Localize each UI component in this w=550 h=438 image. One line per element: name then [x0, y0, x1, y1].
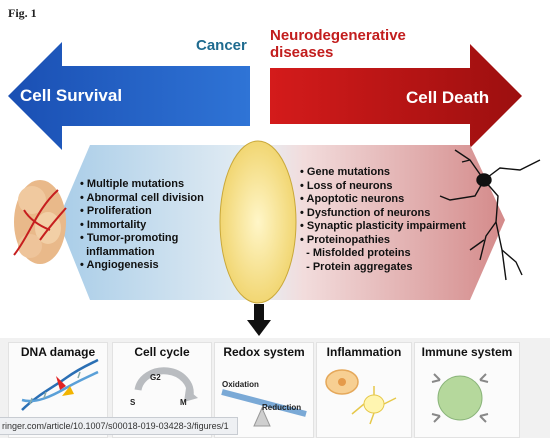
- status-url-bar[interactable]: ringer.com/article/10.1007/s00018-019-03…: [0, 417, 238, 435]
- cell-cycle-m-label: M: [180, 398, 187, 407]
- list-item: • Apoptotic neurons: [300, 193, 405, 205]
- list-item: • Dysfunction of neurons: [300, 206, 431, 219]
- list-item: • Loss of neurons: [300, 179, 393, 192]
- list-item: • Proliferation: [80, 205, 152, 217]
- pathway-title: Cell cycle: [134, 345, 190, 359]
- tumor-illustration: [13, 180, 67, 264]
- central-ellipse: [219, 140, 297, 304]
- cancer-label: Cancer: [196, 37, 247, 54]
- redox-oxidation-label: Oxidation: [222, 380, 259, 389]
- list-item: • Multiple mutations: [80, 178, 185, 190]
- cell-survival-arrow: [8, 42, 250, 150]
- list-item: inflammation: [80, 245, 155, 258]
- cancer-features-list: • Multiple mutations • Abnormal cell div…: [80, 178, 204, 273]
- list-item: • Angiogenesis: [80, 259, 159, 271]
- pathway-inflammation: Inflammation: [316, 342, 412, 438]
- list-item: • Immortality: [80, 218, 147, 231]
- pathway-immune-system: Immune system: [414, 342, 520, 438]
- neurodegenerative-label-line2: diseases: [270, 44, 334, 61]
- down-arrow-shaft: [254, 304, 264, 320]
- cell-survival-label: Cell Survival: [20, 86, 123, 105]
- down-arrow-head: [247, 320, 271, 336]
- pathway-title: Inflammation: [326, 345, 402, 359]
- redox-reduction-label: Reduction: [262, 403, 302, 412]
- neuro-features-list: • Gene mutations • Loss of neurons • Apo…: [300, 166, 466, 274]
- list-item: • Synaptic plasticity impairment: [300, 220, 466, 232]
- list-item: • Proteinopathies: [300, 233, 391, 246]
- list-item: • Gene mutations: [300, 166, 391, 178]
- neuron-illustration: [439, 149, 541, 281]
- cell-cycle-g2-label: G2: [150, 373, 161, 382]
- list-item: • Tumor-promoting: [80, 232, 179, 244]
- list-item: • Abnormal cell division: [80, 191, 204, 204]
- pathway-title: DNA damage: [20, 345, 96, 359]
- figure-label: Fig. 1: [8, 6, 37, 20]
- cell-cycle-s-label: S: [130, 398, 136, 407]
- neurodegenerative-label-line1: Neurodegenerative: [270, 27, 406, 44]
- list-item: - Protein aggregates: [300, 260, 413, 273]
- cell-death-arrow: [270, 44, 522, 148]
- list-item: - Misfolded proteins: [300, 247, 411, 259]
- cell-death-label: Cell Death: [406, 88, 490, 107]
- pathway-title: Redox system: [223, 345, 305, 359]
- pathway-title: Immune system: [421, 345, 513, 359]
